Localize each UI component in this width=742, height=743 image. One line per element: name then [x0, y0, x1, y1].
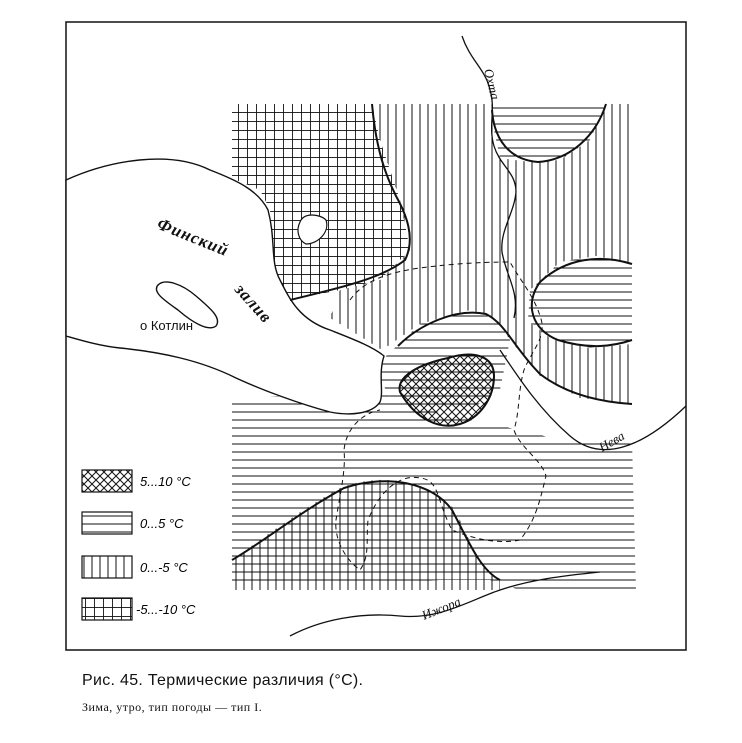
- isotherm-northeast: [491, 103, 607, 164]
- isotherm-east: [530, 257, 633, 348]
- kotlin-island: [155, 281, 219, 329]
- city-boundary: [335, 261, 547, 571]
- river-okhta: [461, 35, 517, 319]
- river-izhora: [289, 571, 601, 637]
- legend-label-z1: 5...10 °C: [140, 474, 191, 489]
- legend-item-z2: 0...5 °C: [81, 511, 184, 535]
- legend-swatch-grid: [81, 597, 133, 621]
- river-neva: [499, 349, 687, 451]
- zone-grid-northwest: [232, 104, 410, 300]
- zone-vertical-north: [330, 104, 632, 404]
- legend-swatch-horizontal: [81, 511, 133, 535]
- island-label: о Котлин: [140, 318, 193, 333]
- figure-caption: Рис. 45. Термические различия (°С). Зима…: [82, 672, 702, 715]
- legend-item-z1: 5...10 °C: [81, 469, 191, 493]
- gulf-of-finland: [65, 158, 385, 415]
- legend-item-z4: -5...-10 °C: [81, 597, 196, 621]
- zone-horizontal-east: [528, 256, 632, 348]
- legend-label-z4: -5...-10 °C: [136, 602, 196, 617]
- isotherm-north: [289, 103, 411, 301]
- zone-crosshatch-center: [398, 353, 496, 427]
- caption-subtitle: Зима, утро, тип погоды — тип I.: [82, 700, 263, 714]
- small-island: [297, 214, 328, 245]
- river-label-izhora: Ижора: [419, 593, 464, 623]
- river-label-okhta: Охта: [481, 67, 503, 101]
- isotherm-south: [231, 480, 501, 581]
- isotherm-central: [397, 311, 633, 405]
- legend: 5...10 °C 0...5 °C 0...-5 °C -5...-10 °C: [81, 469, 196, 621]
- caption-title: Рис. 45. Термические различия (°С).: [82, 672, 364, 689]
- legend-label-z3: 0...-5 °C: [140, 560, 188, 575]
- legend-swatch-crosshatch: [81, 469, 133, 493]
- legend-swatch-vertical: [81, 555, 133, 579]
- legend-label-z2: 0...5 °C: [140, 516, 184, 531]
- legend-item-z3: 0...-5 °C: [81, 555, 188, 579]
- zone-vertical-south: [232, 479, 500, 590]
